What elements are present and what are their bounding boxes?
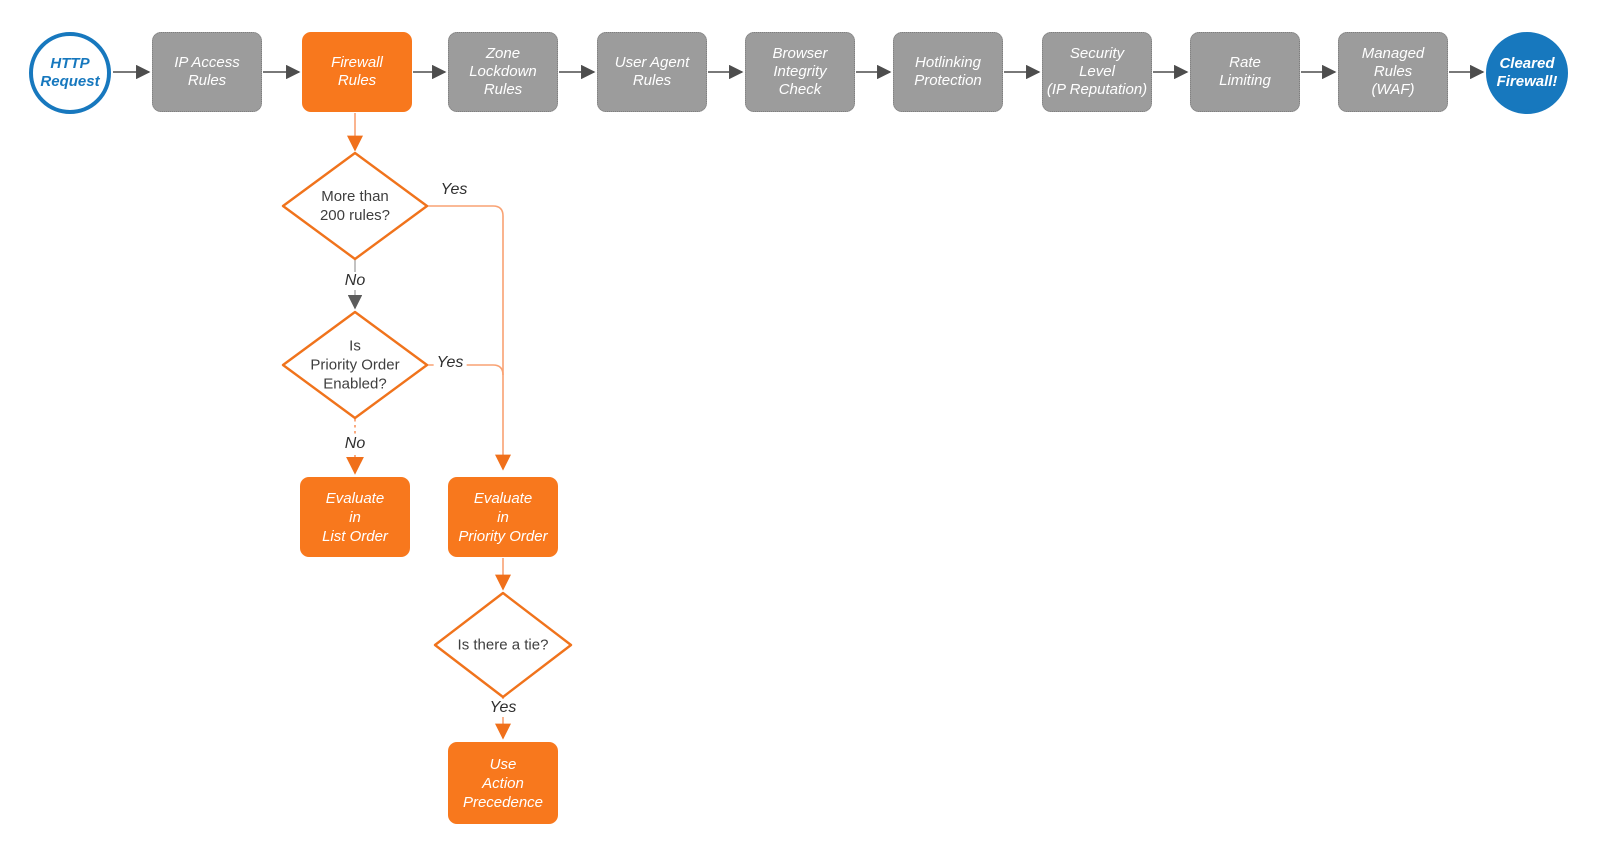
decision3-diamond-shape <box>433 591 573 699</box>
stage-rate-limiting: Rate Limiting <box>1190 32 1300 112</box>
action-evaluate-priority-order: Evaluate in Priority Order <box>448 477 558 557</box>
stage-ip-access-rules: IP Access Rules <box>152 32 262 112</box>
stage-browser-integrity-check: Browser Integrity Check <box>745 32 855 112</box>
decision-is-there-a-tie: Is there a tie? <box>457 636 549 654</box>
action-evaluate-list-order: Evaluate in List Order <box>300 477 410 557</box>
connector-decision2-yes-merge <box>427 364 504 376</box>
end-node-cleared-firewall: Cleared Firewall! <box>1486 32 1568 114</box>
stage-zone-lockdown-rules: Zone Lockdown Rules <box>448 32 558 112</box>
stage-managed-rules-waf: Managed Rules (WAF) <box>1338 32 1448 112</box>
stage-hotlinking-protection: Hotlinking Protection <box>893 32 1003 112</box>
stage-security-level: Security Level (IP Reputation) <box>1042 32 1152 112</box>
stage-user-agent-rules: User Agent Rules <box>597 32 707 112</box>
decision-more-than-200-rules: More than 200 rules? <box>319 188 391 224</box>
start-node-http-request: HTTP Request <box>29 32 111 114</box>
action-use-action-precedence: Use Action Precedence <box>448 742 558 824</box>
decision2-diamond-shape <box>281 310 429 420</box>
edge-label-decision1-yes: Yes <box>440 181 468 198</box>
edge-label-decision3-yes: Yes <box>486 699 520 717</box>
connector-decision1-yes-to-priority-order <box>427 205 511 471</box>
decision1-diamond-shape <box>281 151 429 261</box>
decision-priority-order-enabled: Is Priority Order Enabled? <box>310 337 400 393</box>
edge-label-decision2-yes: Yes <box>433 354 467 372</box>
edge-label-decision2-no: No <box>341 435 369 453</box>
stage-firewall-rules: Firewall Rules <box>302 32 412 112</box>
edge-label-decision1-no: No <box>341 272 369 290</box>
